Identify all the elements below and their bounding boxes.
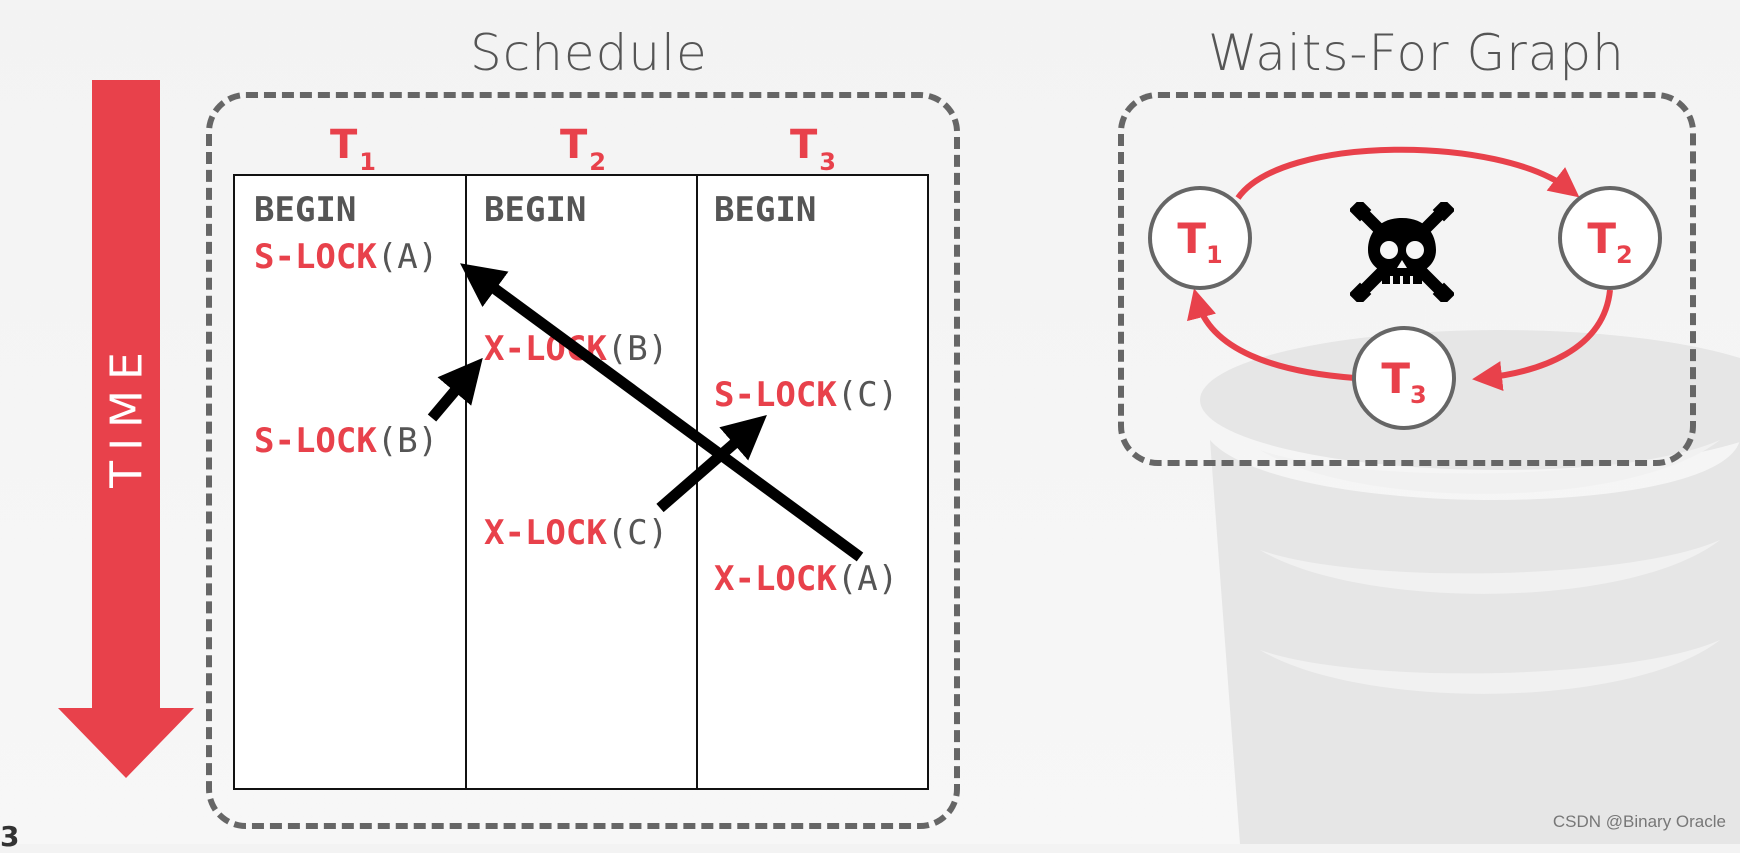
waits-for-graph-title: Waits-For Graph <box>1208 24 1625 82</box>
time-arrow <box>58 80 194 778</box>
t1-s-lock-a: S-LOCK(A) <box>254 237 439 277</box>
watermark: CSDN @Binary Oracle <box>1552 812 1726 831</box>
t2-x-lock-c: X-LOCK(C) <box>484 513 669 553</box>
t3-s-lock-c: S-LOCK(C) <box>714 375 899 415</box>
schedule-title: Schedule <box>470 24 708 82</box>
t2-x-lock-b: X-LOCK(B) <box>484 329 669 369</box>
graph-node-t3: T3 <box>1352 326 1456 430</box>
column-divider <box>696 176 698 788</box>
t1-begin: BEGIN <box>254 190 357 230</box>
column-header-t2: T2 <box>560 122 606 176</box>
t1-s-lock-b: S-LOCK(B) <box>254 421 439 461</box>
schedule-frame <box>206 92 960 829</box>
graph-node-t2: T2 <box>1558 186 1662 290</box>
graph-node-t1: T1 <box>1148 186 1252 290</box>
t3-begin: BEGIN <box>714 190 817 230</box>
waits-for-graph-frame <box>1118 92 1696 466</box>
column-header-t3: T3 <box>790 122 836 176</box>
page-number: 3 <box>0 820 20 853</box>
t3-x-lock-a: X-LOCK(A) <box>714 559 899 599</box>
t2-begin: BEGIN <box>484 190 587 230</box>
column-header-t1: T1 <box>330 122 376 176</box>
column-divider <box>465 176 467 788</box>
time-label: TIME <box>101 342 153 488</box>
skull-crossbones-icon <box>1350 202 1454 302</box>
